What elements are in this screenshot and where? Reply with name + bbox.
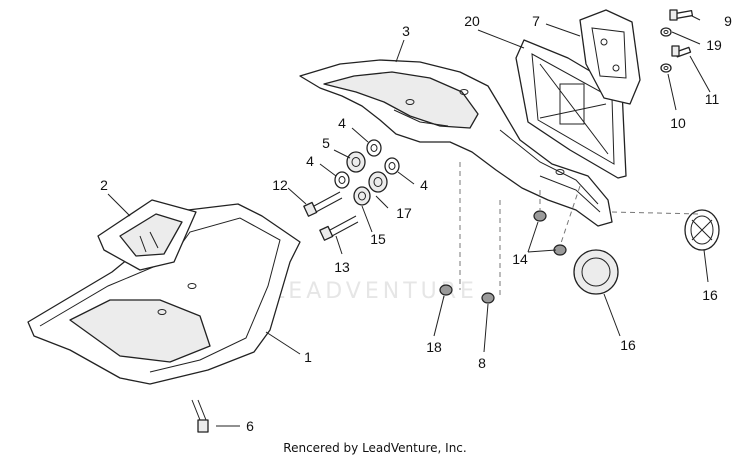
- callout-7: 7: [532, 13, 540, 29]
- callout-14: 14: [512, 251, 528, 267]
- callout-16-lower: 16: [620, 337, 636, 353]
- part-4-grommet-b[interactable]: [334, 171, 350, 189]
- part-7-plate-support[interactable]: [579, 9, 641, 105]
- callout-9: 9: [724, 13, 732, 29]
- callout-16-right: 16: [702, 287, 718, 303]
- callout-3: 3: [402, 23, 410, 39]
- part-18-nut[interactable]: [439, 284, 453, 296]
- part-10-washer[interactable]: [660, 63, 672, 73]
- callout-17: 17: [396, 205, 412, 221]
- part-13-bolt[interactable]: [319, 215, 359, 241]
- callout-8: 8: [478, 355, 486, 371]
- part-3-rear-fender[interactable]: [299, 59, 613, 227]
- part-17-spacer[interactable]: [368, 171, 388, 193]
- part-6-screw[interactable]: [191, 399, 209, 433]
- part-5-spacer[interactable]: [346, 151, 366, 173]
- callout-12: 12: [272, 177, 288, 193]
- callout-18: 18: [426, 339, 442, 355]
- part-9-screw[interactable]: [669, 9, 694, 21]
- callout-5: 5: [322, 135, 330, 151]
- callout-15: 15: [370, 231, 386, 247]
- part-2-pad[interactable]: [97, 199, 197, 271]
- part-16-reflector-right[interactable]: [684, 209, 720, 251]
- part-8-nut[interactable]: [481, 292, 495, 304]
- part-4-grommet-a[interactable]: [366, 139, 382, 157]
- callout-4-left: 4: [306, 153, 314, 169]
- part-4-grommet-c[interactable]: [384, 157, 400, 175]
- part-20-plate-bracket[interactable]: [515, 39, 627, 179]
- part-14-nut-a[interactable]: [533, 210, 547, 222]
- callout-4-upper: 4: [338, 115, 346, 131]
- callout-1: 1: [304, 349, 312, 365]
- part-1-splash-tray[interactable]: [27, 203, 301, 385]
- credit-text: Rencered by LeadVenture, Inc.: [283, 441, 466, 455]
- callout-4-right: 4: [420, 177, 428, 193]
- callout-19: 19: [706, 37, 722, 53]
- part-12-bolt[interactable]: [303, 191, 343, 217]
- callout-13: 13: [334, 259, 350, 275]
- part-16-reflector-left[interactable]: [573, 249, 619, 295]
- part-11-screw[interactable]: [671, 45, 692, 58]
- leader-lines: [107, 15, 711, 427]
- callout-6: 6: [246, 418, 254, 434]
- callout-11: 11: [705, 91, 720, 107]
- callout-20: 20: [464, 13, 480, 29]
- part-15-spacer[interactable]: [353, 186, 371, 206]
- callout-2: 2: [100, 177, 108, 193]
- part-19-washer[interactable]: [660, 27, 672, 37]
- callout-10: 10: [670, 115, 686, 131]
